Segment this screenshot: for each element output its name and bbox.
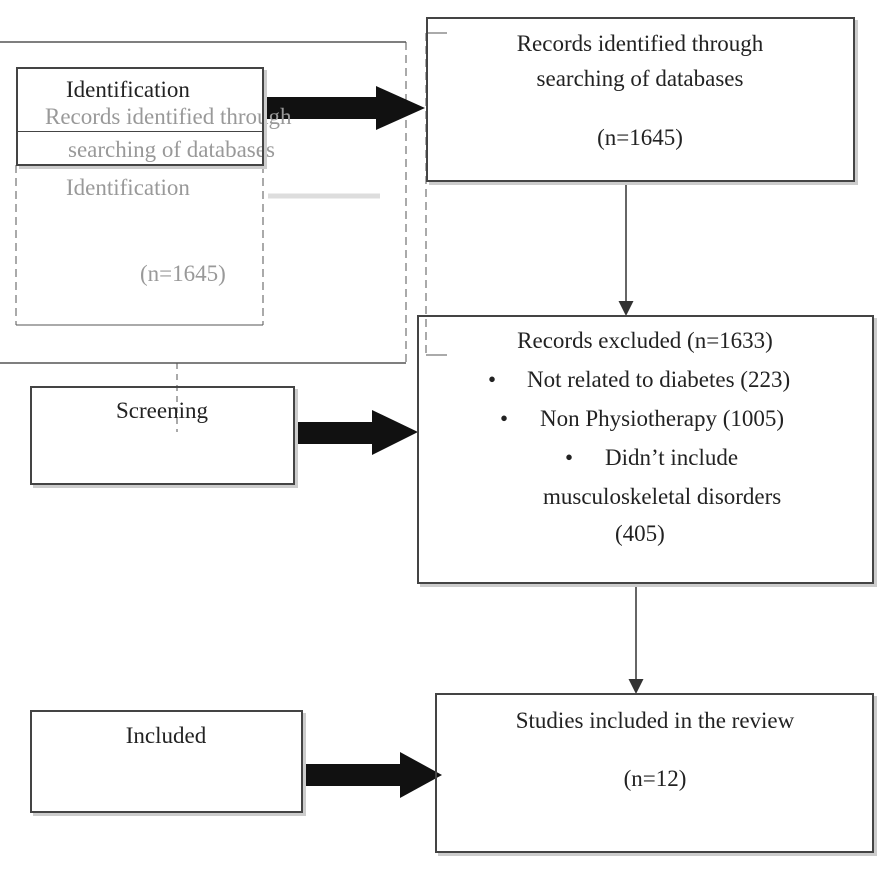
- ghost-text: (n=1645): [140, 261, 226, 286]
- included-label: Included: [125, 723, 207, 748]
- ghost-text: Identification: [66, 175, 190, 200]
- identified-line2: searching of databases: [536, 66, 744, 91]
- identified-count: (n=1645): [597, 125, 683, 150]
- excluded-item: Didn’t include: [605, 445, 739, 470]
- dashed-frame: [0, 32, 447, 432]
- thick-arrow-included: [302, 752, 442, 798]
- thick-arrow-screening: [294, 410, 418, 455]
- studies-included-box: [435, 693, 874, 853]
- screening-label: Screening: [116, 398, 208, 423]
- identification-box: [16, 67, 264, 166]
- ghost-text: searching of databases: [68, 137, 275, 162]
- bullet-icon: •: [500, 406, 509, 431]
- records-identified-box: [426, 17, 855, 182]
- included-box: [30, 710, 303, 813]
- bullet-icon: •: [565, 445, 574, 470]
- excluded-title: Records excluded (n=1633): [517, 328, 773, 353]
- screening-box: [30, 386, 295, 485]
- identified-line1: Records identified through: [516, 31, 764, 56]
- included-count: (n=12): [623, 766, 687, 791]
- bullet-icon: •: [488, 367, 497, 392]
- excluded-item: Not related to diabetes (223): [527, 367, 791, 392]
- excluded-item: (405): [615, 521, 665, 546]
- excluded-item: Non Physiotherapy (1005): [540, 406, 785, 431]
- included-title: Studies included in the review: [515, 708, 795, 733]
- excluded-item: musculoskeletal disorders: [543, 484, 782, 509]
- records-excluded-box: [417, 315, 874, 584]
- identification-label: Identification: [66, 77, 190, 102]
- thick-arrow-identification: [263, 86, 425, 130]
- ghost-text: Records identified through: [45, 104, 292, 129]
